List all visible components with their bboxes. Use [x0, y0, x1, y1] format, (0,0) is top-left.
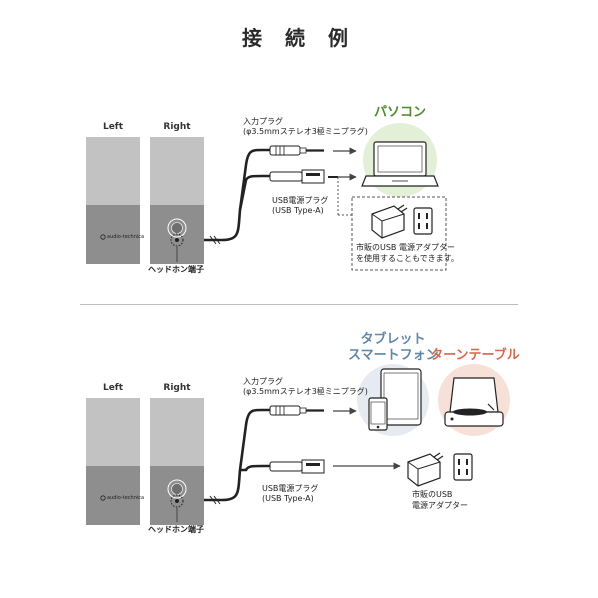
adapter-note-line1: 市販のUSB 電源アダプター — [356, 243, 455, 252]
input-plug-label-line2: (φ3.5mmステレオ3極ミニプラグ) — [243, 127, 368, 136]
brand-logo-icon — [100, 495, 106, 501]
left-speaker — [86, 137, 140, 264]
usb-plug-label-line2: (USB Type-A) — [262, 494, 314, 503]
right-speaker-label: Right — [163, 122, 191, 132]
laptop-icon — [361, 123, 439, 197]
right-speaker-label: Right — [163, 383, 191, 393]
pc-label: パソコン — [373, 105, 426, 120]
input-plug-label-line2: (φ3.5mmステレオ3極ミニプラグ) — [243, 387, 368, 396]
tablet-smartphone-icon — [357, 364, 429, 436]
page-title: 接 続 例 — [242, 26, 356, 50]
headphone-jack-label: ヘッドホン端子 — [148, 265, 204, 274]
wall-outlet-icon — [453, 453, 473, 481]
mini-plug-icon — [269, 145, 324, 156]
input-plug-label-line1: 入力プラグ — [243, 377, 283, 386]
tablet-label-line1: タブレット — [360, 332, 426, 347]
audio-cable — [204, 408, 270, 502]
usb-plug-icon — [269, 169, 325, 184]
right-speaker — [150, 137, 204, 264]
volume-knob-icon — [167, 218, 187, 238]
usb-plug-label: USB電源プラグ (USB Type-A) — [262, 484, 318, 504]
wall-outlet-icon — [413, 207, 433, 235]
adapter-label-line2: 電源アダプター — [412, 501, 468, 510]
usb-plug-label-line1: USB電源プラグ — [272, 196, 329, 205]
section-divider — [80, 304, 518, 305]
usb-cable — [238, 174, 270, 211]
tablet-smartphone-label: タブレット スマートフォン — [348, 332, 439, 364]
tablet-label-line2: スマートフォン — [348, 348, 439, 363]
optional-adapter-box — [351, 196, 447, 271]
adapter-label-line1: 市販のUSB — [412, 490, 453, 499]
adapter-note-line2: を使用することもできます。 — [356, 254, 459, 263]
headphone-jack-highlight — [170, 494, 184, 508]
brand-text: audio-technica — [107, 234, 145, 240]
usb-plug-label: USB電源プラグ (USB Type-A) — [272, 196, 328, 216]
headphone-jack-highlight — [170, 233, 184, 247]
volume-knob-icon — [167, 479, 187, 499]
input-plug-label: 入力プラグ (φ3.5mmステレオ3極ミニプラグ) — [243, 377, 368, 397]
usb-plug-label-line2: (USB Type-A) — [272, 206, 324, 215]
left-speaker-label: Left — [102, 122, 124, 132]
brand-logo-icon — [100, 234, 106, 240]
usb-adapter-icon — [407, 452, 444, 487]
headphone-jack-label: ヘッドホン端子 — [148, 525, 204, 534]
audio-cable — [204, 148, 270, 242]
adapter-label: 市販のUSB 電源アダプター — [412, 489, 468, 511]
mini-plug-icon — [269, 405, 324, 416]
input-plug-label: 入力プラグ (φ3.5mmステレオ3極ミニプラグ) — [243, 117, 368, 137]
usb-plug-label-line1: USB電源プラグ — [262, 484, 319, 493]
left-speaker-2 — [86, 398, 140, 525]
adapter-note: 市販のUSB 電源アダプター を使用することもできます。 — [356, 242, 459, 264]
input-plug-label-line1: 入力プラグ — [243, 117, 283, 126]
turntable-label: ターンテーブル — [430, 348, 520, 363]
left-speaker-label: Left — [102, 383, 124, 393]
right-speaker-2 — [150, 398, 204, 525]
usb-adapter-icon — [371, 204, 408, 239]
brand-text: audio-technica — [107, 495, 145, 501]
usb-cable — [240, 464, 270, 472]
usb-plug-icon — [269, 459, 325, 474]
turntable-icon — [438, 364, 510, 436]
